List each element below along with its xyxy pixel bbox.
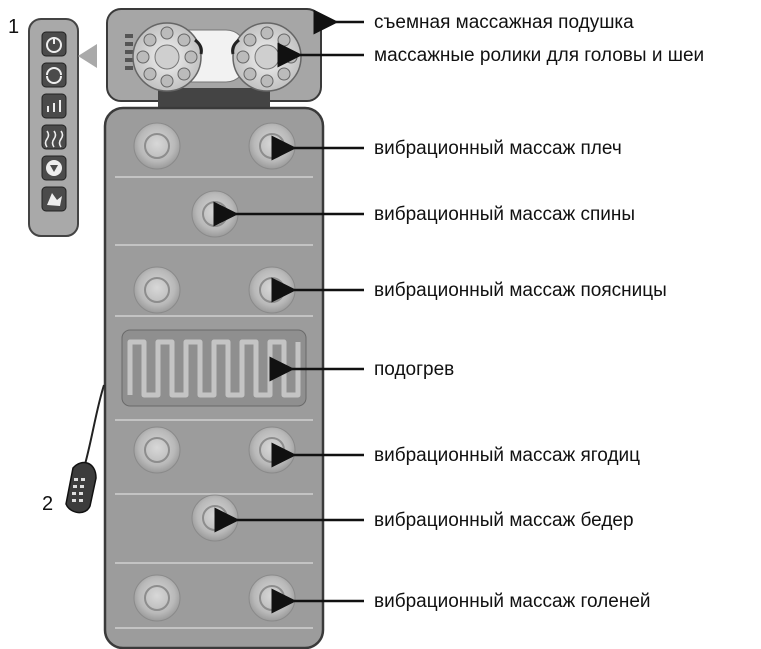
power-icon <box>41 31 67 57</box>
massage-mat <box>103 106 325 649</box>
vibration-knob-shins-right <box>248 574 296 622</box>
vibration-knob-shins-left <box>133 574 181 622</box>
callout-arrows <box>213 9 364 614</box>
vibration-knob-shoulder-left <box>133 122 181 170</box>
head-neck-roller-right <box>231 22 302 92</box>
heat-waves-icon <box>41 124 67 150</box>
rotate-icon <box>41 62 67 88</box>
head-neck-roller-left <box>132 22 203 92</box>
intensity-icon <box>41 93 67 119</box>
label-heating: подогрев <box>374 359 454 380</box>
vibration-knob-lower-back-right <box>248 266 296 314</box>
label-pillow: съемная массажная подушка <box>374 12 634 33</box>
label-buttocks: вибрационный массаж ягодиц <box>374 445 640 466</box>
pillow-vent-slots <box>125 34 133 70</box>
label-shoulders: вибрационный массаж плеч <box>374 138 622 159</box>
control-panel <box>28 18 97 237</box>
mat-seams <box>115 176 313 629</box>
hand-massage-icon <box>41 186 67 212</box>
vibration-knob-buttocks-right <box>248 426 296 474</box>
vibration-knob-back <box>191 190 239 238</box>
label-thighs: вибрационный массаж бедер <box>374 510 634 531</box>
label-number-1: 1 <box>8 16 19 38</box>
heart-shield-icon <box>41 155 67 181</box>
massage-pillow <box>106 8 322 108</box>
label-number-2: 2 <box>42 493 53 515</box>
label-back: вибрационный массаж спины <box>374 204 635 225</box>
vibration-knob-lower-back-left <box>133 266 181 314</box>
label-head-neck-rollers: массажные ролики для головы и шеи <box>374 45 704 66</box>
remote-control <box>65 384 105 514</box>
vibration-knob-shoulder-right <box>248 122 296 170</box>
vibration-knob-thighs <box>191 494 239 542</box>
label-shins: вибрационный массаж голеней <box>374 591 651 612</box>
vibration-knob-buttocks-left <box>133 426 181 474</box>
heating-zone <box>121 329 307 407</box>
label-lower-back: вибрационный массаж поясницы <box>374 280 667 301</box>
